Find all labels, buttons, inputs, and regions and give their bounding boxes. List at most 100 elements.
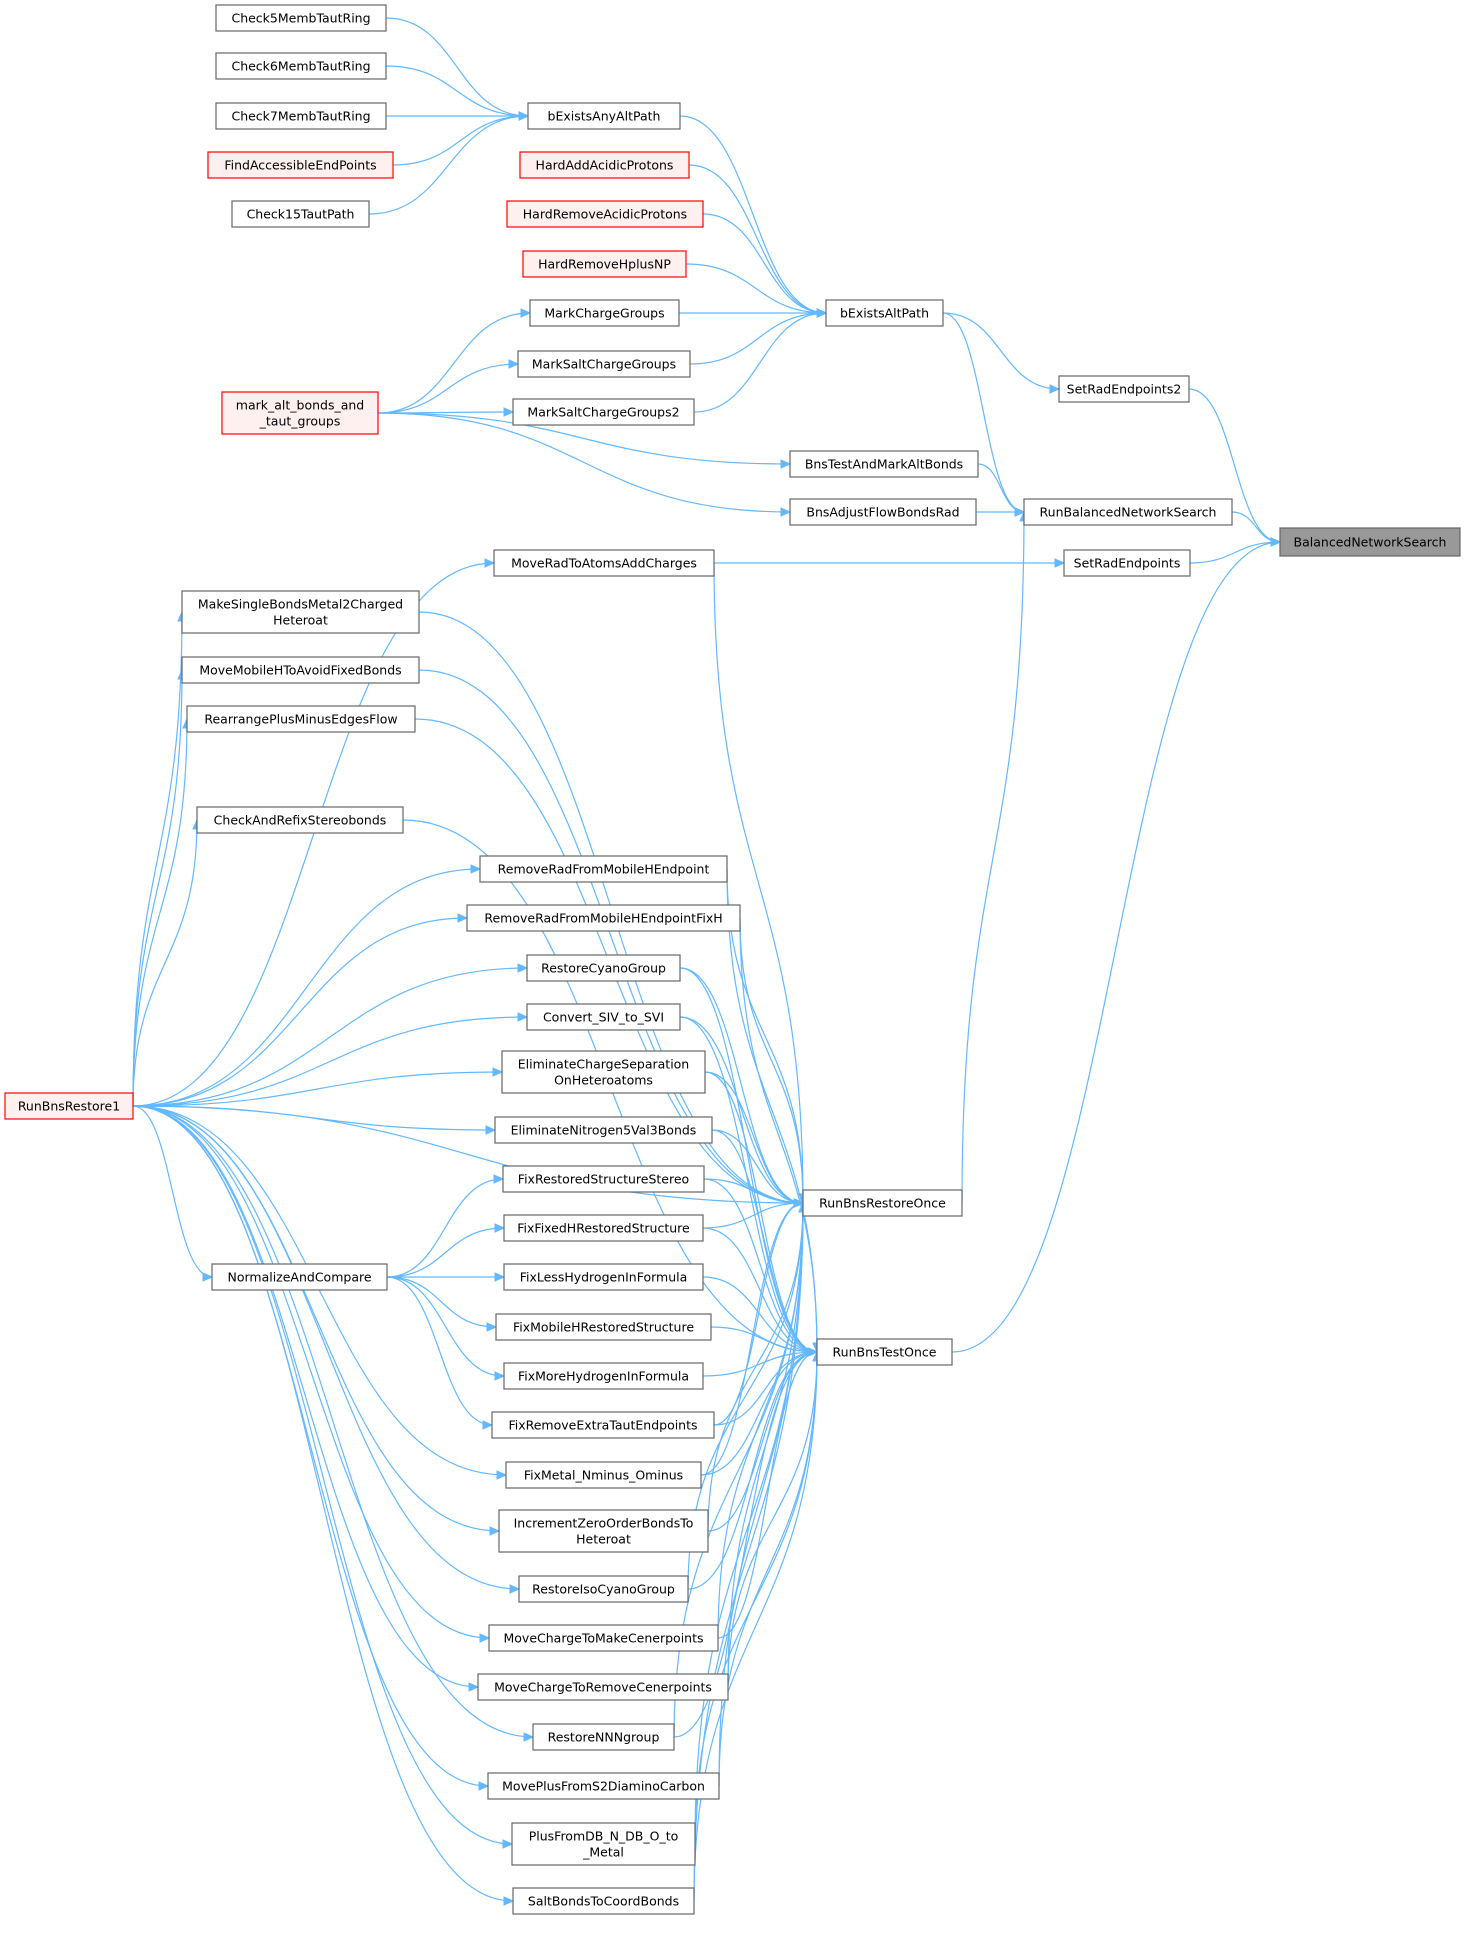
edge-runrestore1-to-restorennn xyxy=(132,1105,535,1742)
node-box xyxy=(505,1461,702,1489)
node-label: Heteroat xyxy=(576,1532,631,1547)
node-hardrem[interactable]: HardRemoveAcidicProtons xyxy=(506,200,704,228)
node-label: MoveMobileHToAvoidFixedBonds xyxy=(199,663,401,678)
node-label: FixMoreHydrogenInFormula xyxy=(518,1369,689,1384)
node-box xyxy=(789,450,979,478)
node-bexalt[interactable]: bExistsAltPath xyxy=(825,299,944,327)
node-label: FixRemoveExtraTautEndpoints xyxy=(508,1418,697,1433)
node-label: Heteroat xyxy=(273,613,328,628)
node-box xyxy=(1063,549,1191,577)
node-label: Check15TautPath xyxy=(247,207,355,222)
node-fixless[interactable]: FixLessHydrogenInFormula xyxy=(503,1263,704,1291)
node-label: HardRemoveAcidicProtons xyxy=(523,207,687,222)
node-markalt[interactable]: mark_alt_bonds_and_taut_groups xyxy=(221,391,379,435)
edge-runrestore1-to-rearrange xyxy=(132,717,192,1107)
node-label: _taut_groups xyxy=(259,414,341,429)
node-bnsmark[interactable]: BnsTestAndMarkAltBonds xyxy=(789,450,979,478)
node-fixrestoredstereo[interactable]: FixRestoredStructureStereo xyxy=(502,1165,705,1193)
node-restoreiso[interactable]: RestoreIsoCyanoGroup xyxy=(518,1575,689,1603)
node-box xyxy=(477,1673,729,1701)
node-removeradfix[interactable]: RemoveRadFromMobileHEndpointFixH xyxy=(466,904,741,932)
node-runtest[interactable]: RunBnsTestOnce xyxy=(816,1338,953,1366)
node-c15[interactable]: Check15TautPath xyxy=(231,200,370,228)
node-bexany[interactable]: bExistsAnyAltPath xyxy=(527,102,681,130)
node-box xyxy=(511,1822,696,1866)
node-box xyxy=(211,1263,388,1291)
node-box xyxy=(816,1338,953,1366)
edge-markalt-to-bnsmark xyxy=(377,412,792,469)
edge-markcg-to-bexalt xyxy=(679,308,828,318)
node-hardadd[interactable]: HardAddAcidicProtons xyxy=(519,151,690,179)
node-label: Check5MembTautRing xyxy=(231,11,370,26)
node-movemobile[interactable]: MoveMobileHToAvoidFixedBonds xyxy=(181,656,420,684)
node-box xyxy=(215,102,387,130)
edge-bnsmark-to-runbal xyxy=(977,463,1026,517)
node-label: Convert_SIV_to_SVI xyxy=(543,1010,664,1025)
node-label: mark_alt_bonds_and xyxy=(236,398,364,413)
node-moverad[interactable]: MoveRadToAtomsAddCharges xyxy=(493,549,715,577)
node-rearrange[interactable]: RearrangePlusMinusEdgesFlow xyxy=(186,705,416,733)
node-restorecyano[interactable]: RestoreCyanoGroup xyxy=(526,954,681,982)
node-setrad[interactable]: SetRadEndpoints xyxy=(1063,549,1191,577)
node-movemake[interactable]: MoveChargeToMakeCenerpoints xyxy=(488,1624,719,1652)
node-label: RestoreNNNgroup xyxy=(548,1730,660,1745)
node-label: bExistsAnyAltPath xyxy=(548,109,661,124)
node-label: MoveChargeToRemoveCenerpoints xyxy=(494,1680,712,1695)
node-box xyxy=(1023,498,1233,526)
node-box xyxy=(4,1092,134,1120)
node-label: MarkSaltChargeGroups xyxy=(532,357,676,372)
node-fixmobile[interactable]: FixMobileHRestoredStructure xyxy=(495,1313,712,1341)
edge-c6-to-bexany xyxy=(385,65,530,121)
node-restorennn[interactable]: RestoreNNNgroup xyxy=(532,1723,675,1751)
edge-normalize-to-fixmobile xyxy=(386,1276,498,1332)
node-box xyxy=(503,1263,704,1291)
edge-normalize-to-fixmore xyxy=(386,1276,506,1381)
node-plusfrom[interactable]: PlusFromDB_N_DB_O_to_Metal xyxy=(511,1822,696,1866)
node-label: RearrangePlusMinusEdgesFlow xyxy=(204,712,397,727)
node-markcg[interactable]: MarkChargeGroups xyxy=(529,299,680,327)
node-bns[interactable]: BalancedNetworkSearch xyxy=(1279,527,1461,557)
node-c7[interactable]: Check7MembTautRing xyxy=(215,102,387,130)
node-findacc[interactable]: FindAccessibleEndPoints xyxy=(207,151,394,179)
node-label: FixLessHydrogenInFormula xyxy=(520,1270,688,1285)
node-box xyxy=(488,1624,719,1652)
node-eliminaten[interactable]: EliminateNitrogen5Val3Bonds xyxy=(494,1116,713,1144)
node-fixmore[interactable]: FixMoreHydrogenInFormula xyxy=(503,1362,704,1390)
node-runrestore[interactable]: RunBnsRestoreOnce xyxy=(802,1189,963,1217)
node-marksalt2[interactable]: MarkSaltChargeGroups2 xyxy=(512,398,695,426)
node-c6[interactable]: Check6MembTautRing xyxy=(215,52,387,80)
node-checkstereo[interactable]: CheckAndRefixStereobonds xyxy=(196,806,404,834)
node-bnsadj[interactable]: BnsAdjustFlowBondsRad xyxy=(789,498,977,526)
node-box xyxy=(512,1887,695,1915)
node-moveplus[interactable]: MovePlusFromS2DiaminoCarbon xyxy=(487,1772,720,1800)
node-label: PlusFromDB_N_DB_O_to xyxy=(529,1829,679,1844)
node-box xyxy=(487,1772,720,1800)
node-c5[interactable]: Check5MembTautRing xyxy=(215,4,387,32)
edge-runrestore1-to-moveremove xyxy=(132,1105,480,1692)
node-label: RestoreCyanoGroup xyxy=(541,961,666,976)
node-removerad[interactable]: RemoveRadFromMobileHEndpoint xyxy=(479,855,728,883)
node-box xyxy=(495,1313,712,1341)
node-box xyxy=(532,1723,675,1751)
node-fixfixedh[interactable]: FixFixedHRestoredStructure xyxy=(503,1214,704,1242)
node-label: SetRadEndpoints2 xyxy=(1067,382,1182,397)
edge-runrestore1-to-convert xyxy=(132,1012,529,1107)
node-setrad2[interactable]: SetRadEndpoints2 xyxy=(1058,375,1190,403)
node-fixremove[interactable]: FixRemoveExtraTautEndpoints xyxy=(491,1411,715,1439)
node-hardhplus[interactable]: HardRemoveHplusNP xyxy=(522,250,687,278)
node-normalize[interactable]: NormalizeAndCompare xyxy=(211,1263,388,1291)
node-convert[interactable]: Convert_SIV_to_SVI xyxy=(526,1003,681,1031)
node-fixmetal[interactable]: FixMetal_Nminus_Ominus xyxy=(505,1461,702,1489)
node-runbal[interactable]: RunBalancedNetworkSearch xyxy=(1023,498,1233,526)
node-marksalt[interactable]: MarkSaltChargeGroups xyxy=(517,350,691,378)
edge-bexalt-to-setrad2 xyxy=(942,312,1061,394)
node-label: RemoveRadFromMobileHEndpoint xyxy=(498,862,710,877)
node-saltbonds[interactable]: SaltBondsToCoordBonds xyxy=(512,1887,695,1915)
node-moveremove[interactable]: MoveChargeToRemoveCenerpoints xyxy=(477,1673,729,1701)
node-runrestore1[interactable]: RunBnsRestore1 xyxy=(4,1092,134,1120)
node-label: RunBnsTestOnce xyxy=(833,1345,937,1360)
